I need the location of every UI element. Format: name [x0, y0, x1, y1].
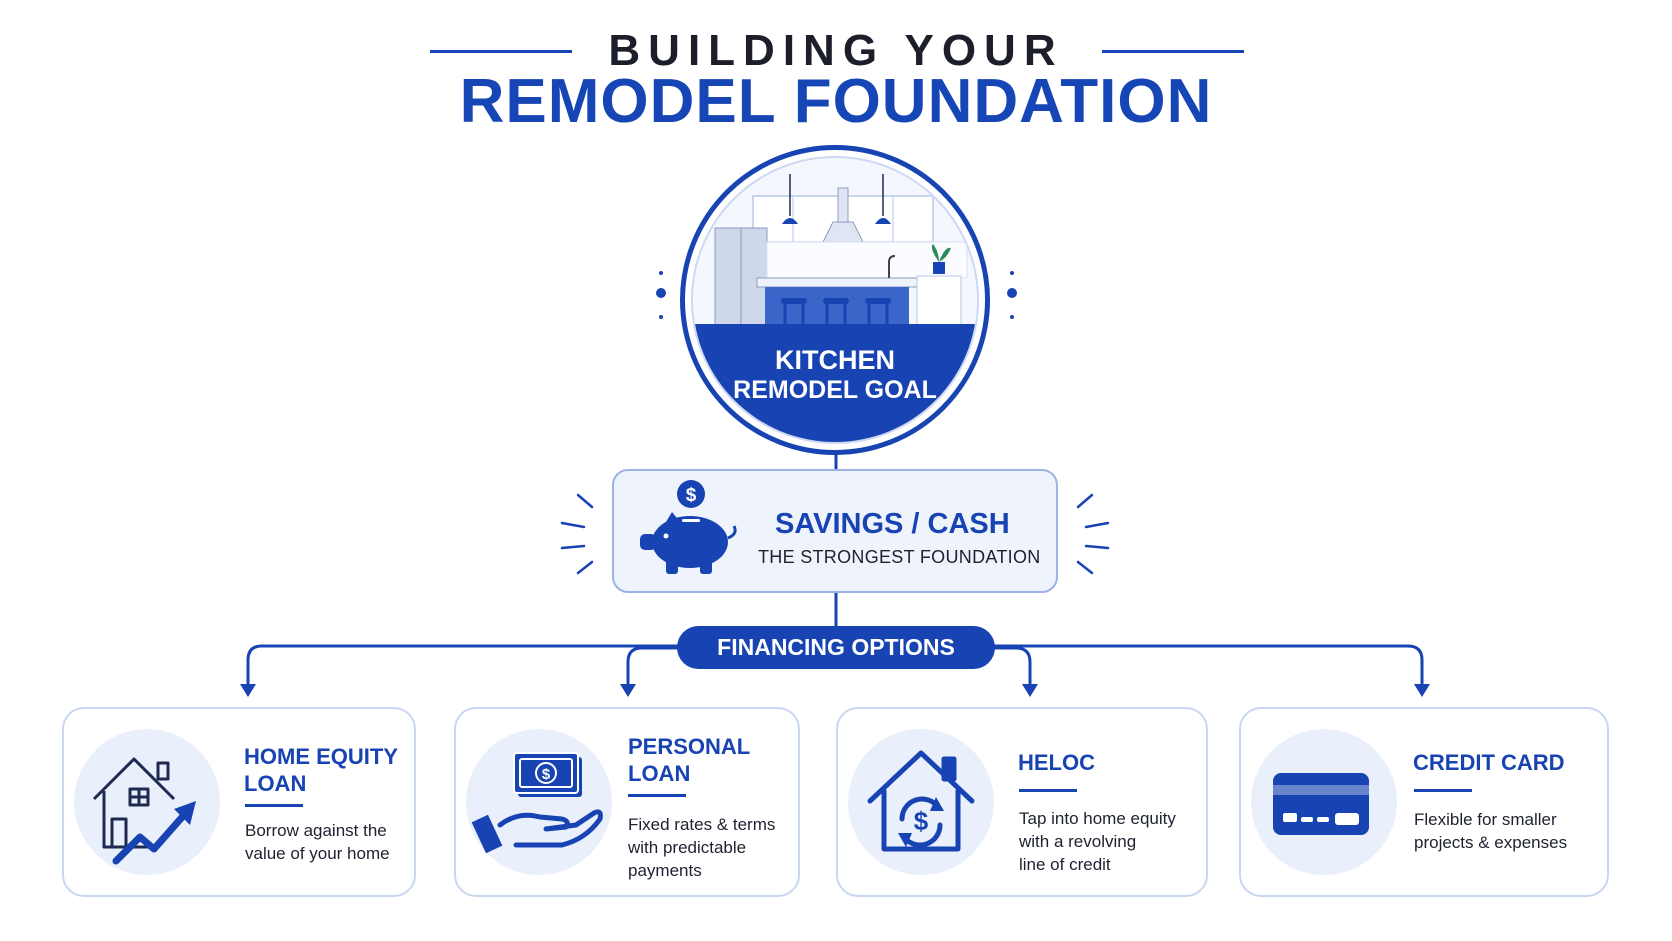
option-description: Tap into home equity with a revolving li…	[1019, 807, 1176, 876]
option-desc-line-2: projects & expenses	[1414, 833, 1568, 852]
option-title: CREDIT CARD	[1413, 749, 1565, 776]
decor-dot	[1010, 315, 1014, 319]
option-card-heloc: $ HELOC Tap into home equity with a revo…	[836, 707, 1208, 897]
hand-money-icon: $	[471, 752, 603, 854]
savings-subtitle: THE STRONGEST FOUNDATION	[758, 547, 1041, 567]
house-dollar-cycle-icon: $	[867, 750, 975, 852]
piggy-bank-icon: $	[640, 480, 737, 574]
goal-band	[693, 324, 977, 442]
option-rule	[245, 804, 303, 807]
title-line-2: REMODEL FOUNDATION	[459, 67, 1213, 136]
goal-label-line-2: REMODEL GOAL	[733, 376, 937, 404]
financing-options-label: FINANCING OPTIONS	[677, 626, 995, 669]
title-rule-right	[1102, 50, 1244, 53]
option-description: Borrow against the value of your home	[245, 819, 390, 865]
option-title: HELOC	[1018, 749, 1095, 776]
option-desc-line-3: line of credit	[1019, 855, 1111, 874]
option-card-personal-loan: $ PERSONAL LOAN Fixed rates & terms with…	[454, 707, 800, 897]
svg-text:$: $	[914, 806, 929, 836]
kitchen-goal-circle: KITCHEN REMODEL GOAL	[680, 145, 990, 455]
option-title-line-2: LOAN	[244, 771, 307, 796]
svg-text:$: $	[542, 766, 551, 783]
decor-dot	[1010, 271, 1014, 275]
option-desc-line-2: value of your home	[245, 844, 390, 863]
decor-dot	[659, 271, 663, 275]
option-desc-line-1: Borrow against the	[245, 821, 387, 840]
savings-title: SAVINGS / CASH	[775, 508, 1010, 540]
svg-text:$: $	[686, 485, 697, 506]
option-title: HOME EQUITY LOAN	[244, 743, 398, 797]
kitchen-icon	[714, 174, 968, 339]
option-card-home-equity-loan: HOME EQUITY LOAN Borrow against the valu…	[62, 707, 416, 897]
option-title-line-1: PERSONAL	[628, 734, 751, 759]
option-description: Fixed rates & terms with predictable pay…	[628, 813, 775, 882]
option-rule	[1019, 789, 1077, 792]
option-rule	[1414, 789, 1472, 792]
option-title-line-1: CREDIT CARD	[1413, 750, 1565, 775]
option-desc-line-1: Tap into home equity	[1019, 809, 1176, 828]
option-rule	[628, 794, 686, 797]
decor-dot	[656, 288, 666, 298]
option-desc-line-2: with predictable	[628, 838, 747, 857]
option-desc-line-1: Fixed rates & terms	[628, 815, 776, 834]
title-rule-left	[430, 50, 572, 53]
option-title-line-1: HELOC	[1018, 750, 1095, 775]
option-desc-line-2: with a revolving	[1019, 832, 1137, 851]
credit-card-icon	[1273, 773, 1369, 835]
title-line-1: BUILDING YOUR	[608, 26, 1064, 75]
option-desc-line-3: payments	[628, 861, 702, 880]
option-description: Flexible for smaller projects & expenses	[1414, 808, 1567, 854]
house-growth-icon	[92, 757, 196, 865]
kitchen-illustration: KITCHEN REMODEL GOAL	[691, 156, 979, 444]
goal-label-line-1: KITCHEN	[775, 345, 895, 375]
option-title-line-2: LOAN	[628, 761, 691, 786]
option-title: PERSONAL LOAN	[628, 733, 750, 787]
decor-dot	[659, 315, 663, 319]
option-title-line-1: HOME EQUITY	[244, 744, 399, 769]
decor-dot	[1007, 288, 1017, 298]
option-card-credit-card: CREDIT CARD Flexible for smaller project…	[1239, 707, 1609, 897]
option-desc-line-1: Flexible for smaller	[1414, 810, 1557, 829]
